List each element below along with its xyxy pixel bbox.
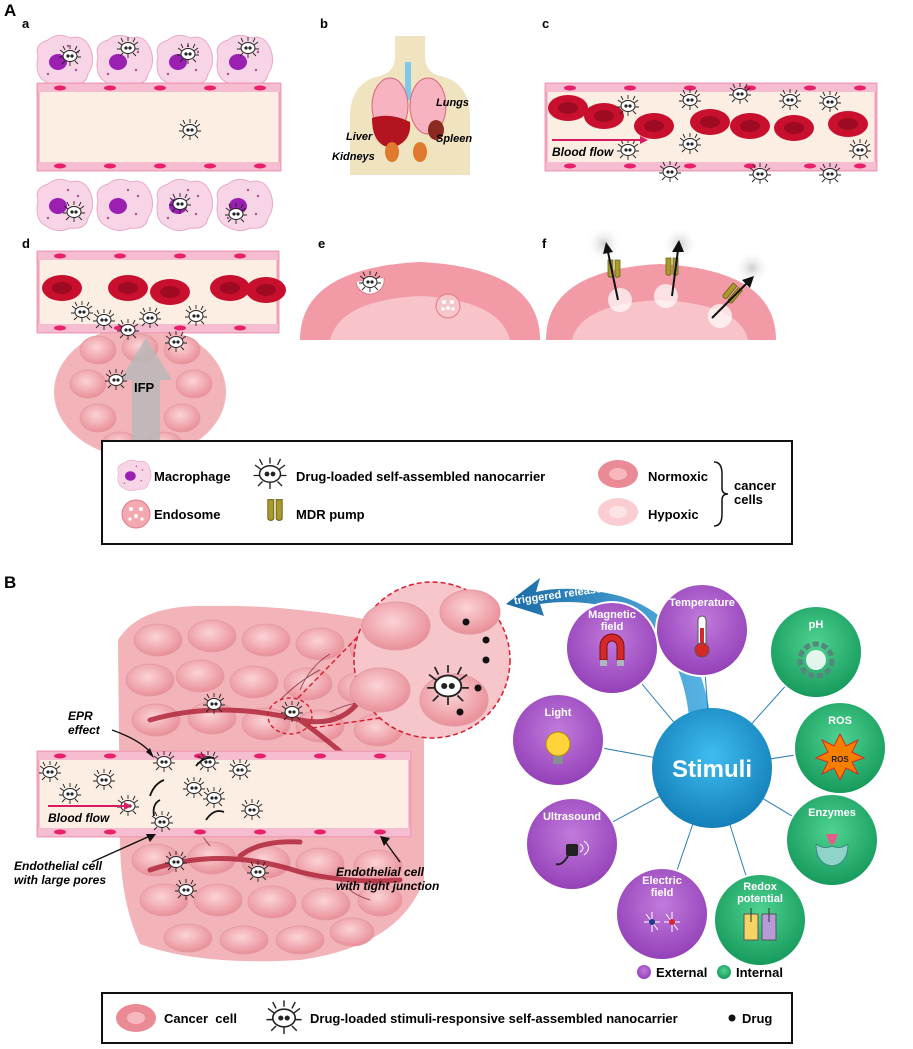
kind-internal: Internal xyxy=(736,965,783,980)
thermometer-icon xyxy=(694,615,710,658)
svg-text:ROS: ROS xyxy=(831,755,849,764)
ph-wheel-icon xyxy=(797,641,835,679)
enzyme-icon xyxy=(815,834,849,867)
stimulus-label: Light xyxy=(545,707,572,719)
ifp-label: IFP xyxy=(134,380,155,395)
magnet-icon xyxy=(599,633,625,666)
stimulus-label: ROS xyxy=(828,715,852,727)
stimulus-enzymes: Enzymes xyxy=(785,793,879,887)
legend-nanocarrier: Drug-loaded self-assembled nanocarrier xyxy=(296,469,545,484)
sublabel-e: e xyxy=(318,236,325,251)
stimuli-center xyxy=(652,708,772,828)
panel-a-label: A xyxy=(4,1,16,20)
legend-normoxic: Normoxic xyxy=(648,469,708,484)
stimulus-ros: ROS ROS xyxy=(793,701,887,795)
sublabel-f: f xyxy=(542,236,547,251)
stimulus-ph: pH xyxy=(769,605,863,699)
sublabel-d: d xyxy=(22,236,30,251)
stimulus-label: Ultrasound xyxy=(543,811,601,823)
ultrasound-probe-icon xyxy=(555,840,589,866)
organ-lungs: Lungs xyxy=(436,97,469,109)
legend-mdr-pump: MDR pump xyxy=(296,507,365,522)
zoom-callout xyxy=(297,581,511,739)
electric-field-icon xyxy=(644,912,680,932)
legend-macrophage: Macrophage xyxy=(154,469,231,484)
subpanel-c-vessel: Blood flow xyxy=(544,82,878,185)
panel-b-label: B xyxy=(4,573,16,592)
sublabel-b: b xyxy=(320,16,328,31)
organ-spleen: Spleen xyxy=(436,133,472,145)
legend-cancer-cell: Cancer cell xyxy=(164,1011,237,1026)
subpanel-f-cell xyxy=(546,226,776,340)
subpanel-a-vessel xyxy=(36,34,282,232)
subpanel-d-vessel: IFP xyxy=(36,250,286,458)
light-bulb-icon xyxy=(545,731,571,764)
triggered-release-label: triggered release xyxy=(513,583,602,607)
stimulus-temperature: Temperature xyxy=(655,583,749,677)
legend-b: Cancer cell Drug-loaded stimuli-responsi… xyxy=(101,992,793,1044)
ros-burst-icon: ROS xyxy=(814,732,866,782)
beaker-icon xyxy=(743,908,777,941)
blood-flow-label-b: Blood flow xyxy=(48,811,110,825)
stimuli-center-label: Stimuli xyxy=(672,756,752,783)
legend-stimuli-nanocarrier: Drug-loaded stimuli-responsive self-asse… xyxy=(310,1011,678,1026)
blood-flow-label-a: Blood flow xyxy=(552,145,614,159)
stimulus-label: Enzymes xyxy=(808,807,856,819)
sublabel-a: a xyxy=(22,16,30,31)
stimulus-label: pH xyxy=(809,619,824,631)
organ-liver: Liver xyxy=(346,131,373,143)
legend-hypoxic: Hypoxic xyxy=(648,507,699,522)
legend-drug: Drug xyxy=(742,1011,772,1026)
sublabel-c: c xyxy=(542,16,549,31)
legend-a: Macrophage Drug-loaded self-assembled na… xyxy=(101,440,793,545)
stimuli-kind-legend: External Internal xyxy=(637,965,783,980)
blood-vessel-b: Blood flow xyxy=(36,750,412,838)
stimulus-light: Light xyxy=(511,693,605,787)
kind-external: External xyxy=(656,965,707,980)
stimulus-label: Temperature xyxy=(669,597,735,609)
legend-endosome: Endosome xyxy=(154,507,220,522)
organ-kidneys: Kidneys xyxy=(332,151,375,163)
subpanel-e-cell xyxy=(300,262,540,340)
subpanel-b-body: Lungs Liver Spleen Kidneys xyxy=(332,36,472,175)
drug-dots xyxy=(456,618,490,716)
stimulus-ultrasound: Ultrasound xyxy=(525,797,619,891)
